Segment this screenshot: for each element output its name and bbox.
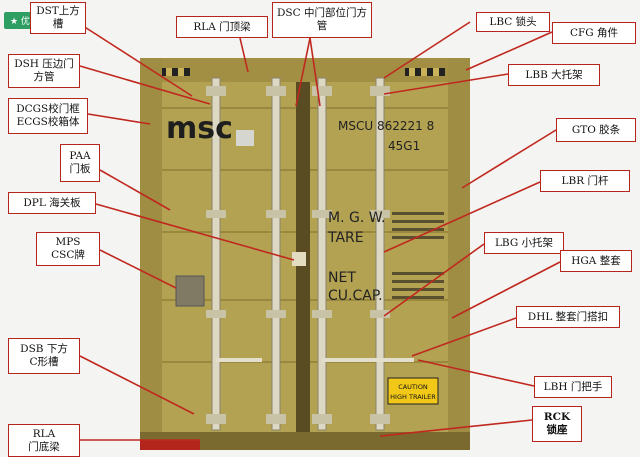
ground-red [140,440,200,450]
label-gto: GTO 胶条 [556,118,636,142]
label-dpl: DPL 海关板 [8,192,96,214]
weights-label-cucap: CU.CAP. [328,288,383,304]
label-dsc: DSC 中门部位门方 管 [272,2,372,38]
label-dsb: DSB 下方 C形槽 [8,338,80,374]
label-lbg: LBG 小托架 [484,232,564,254]
label-lbh: LBH 门把手 [534,376,612,398]
container-logo: msc [166,111,233,146]
label-rla-top: RLA 门顶梁 [176,16,268,38]
caution-text: CAUTION [398,383,428,391]
caution-subtext: HIGH TRAILER [390,393,436,401]
label-hga: HGA 整套 [560,250,632,272]
label-rla-bottom: RLA 门底梁 [8,424,80,457]
label-lbc: LBC 锁头 [476,12,550,32]
right-corner-post [448,58,470,450]
weights-label-net: NET [328,270,356,286]
label-dcgs: DCGS校门框 ECGS校箱体 [8,98,88,134]
label-cfg: CFG 角件 [552,22,636,44]
bottom-rail [140,432,470,450]
weights-label-mgw: M. G. W. [328,210,385,226]
locking-bars [211,77,385,431]
label-lbb: LBB 大托架 [508,64,600,86]
label-dsh: DSH 压边门 方管 [8,54,80,88]
label-mps: MPS CSC牌 [36,232,100,266]
label-dst: DST上方 槽 [30,2,86,34]
bar-brackets [206,86,390,424]
label-rck: RCK 锁座 [532,406,582,442]
csc-plate [175,275,205,307]
label-dhl: DHL 整套门搭扣 [516,306,620,328]
label-paa: PAA 门板 [60,144,100,182]
weights-label-tare: TARE [327,230,364,246]
type-code: 45G1 [388,139,420,153]
leader-lines [79,21,561,441]
label-lbr: LBR 门杆 [540,170,630,192]
container-number: MSCU 862221 8 [338,119,434,133]
customs-plate [292,252,306,266]
left-corner-post [140,58,162,450]
sticker [236,130,254,146]
caution-sticker [387,377,439,405]
